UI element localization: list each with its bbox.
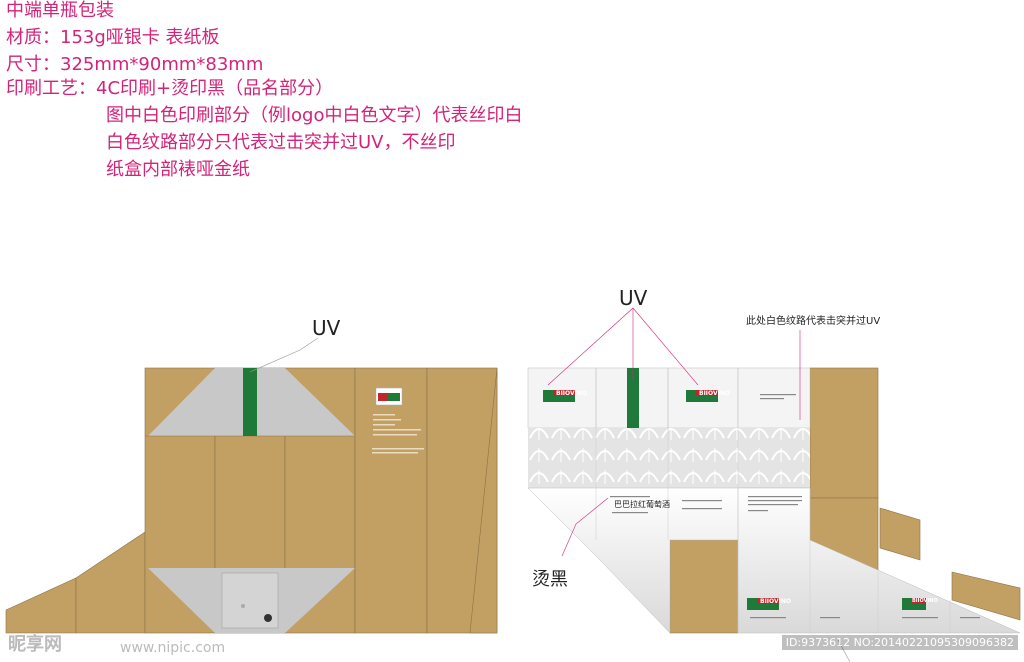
- right-kraft-panel: [809, 367, 879, 499]
- image-id-tag: ID:9373612 NO:20140221095309096382: [781, 635, 1018, 650]
- spec-line-4: 印刷工艺：4C印刷+烫印黑（品名部分）: [6, 78, 334, 99]
- bottom-silver-tuck-right: [285, 568, 355, 633]
- top-silver-tuck-right: [285, 368, 355, 436]
- right-kraft-tab-1: [879, 507, 921, 561]
- spec-line-5: 图中白色印刷部分（例logo中白色文字）代表丝印白: [106, 105, 523, 126]
- logo-text-front-1: BIIOVINO: [556, 390, 587, 397]
- logo-text-bottom-1: BIIOVINO: [760, 598, 791, 605]
- product-name: 巴巴拉红葡萄酒: [614, 500, 670, 509]
- bottom-leader: [837, 639, 851, 662]
- uv-leader-right-1: [547, 307, 634, 386]
- bottom-silver-tuck-left: [148, 568, 215, 633]
- logo-badge-front-2: [686, 390, 718, 402]
- left-side-flap-right: [469, 367, 498, 634]
- watermark-url: www.nipic.com: [120, 640, 226, 656]
- uv-label-left: UV: [312, 316, 341, 340]
- top-silver-tuck-left: [148, 368, 215, 436]
- spec-line-6: 白色纹路部分只代表过击突并过UV，不丝印: [106, 132, 456, 153]
- uv-note-label: 此处白色纹路代表击突并过UV: [746, 316, 881, 327]
- spec-line-2: 材质：153g哑银卡 表纸板: [6, 27, 220, 48]
- left-glue-flap-mid: [75, 531, 146, 634]
- uv-leader-left: [249, 337, 319, 373]
- right-dieline: [527, 307, 1021, 662]
- left-glue-flap-lower: [5, 577, 77, 634]
- logo-badge-bottom-2: [902, 598, 926, 610]
- spec-line-1: 中端单瓶包装: [6, 0, 114, 21]
- uv-green-strip-right: [627, 368, 639, 428]
- logo-text-front-2: BIIOVINO: [699, 390, 730, 397]
- logo-badge-bottom-1: [747, 598, 779, 610]
- logo-badge-front-1: [543, 390, 575, 402]
- hot-black-label: 烫黑: [532, 569, 568, 590]
- uv-leader-right-3: [632, 307, 699, 386]
- uv-label-right: UV: [619, 286, 648, 310]
- left-dieline: [5, 337, 498, 634]
- uv-green-strip-left: [243, 368, 257, 436]
- left-panel-4: [354, 367, 428, 634]
- spec-line-3: 尺寸：325mm*90mm*83mm: [6, 54, 264, 75]
- logo-text-bottom-2: BIIOVINO: [912, 598, 938, 604]
- right-lower-body-2: [737, 487, 1021, 634]
- watermark-logo: 昵享网: [8, 634, 62, 655]
- right-kraft-tab-2: [951, 571, 1021, 621]
- spec-line-7: 纸盒内部裱哑金纸: [106, 159, 250, 180]
- right-kraft-bottom-left: [669, 539, 739, 634]
- uv-leaf-pattern-band: [528, 428, 810, 488]
- hot-black-leader: [561, 497, 609, 557]
- recycle-icon: [264, 614, 272, 622]
